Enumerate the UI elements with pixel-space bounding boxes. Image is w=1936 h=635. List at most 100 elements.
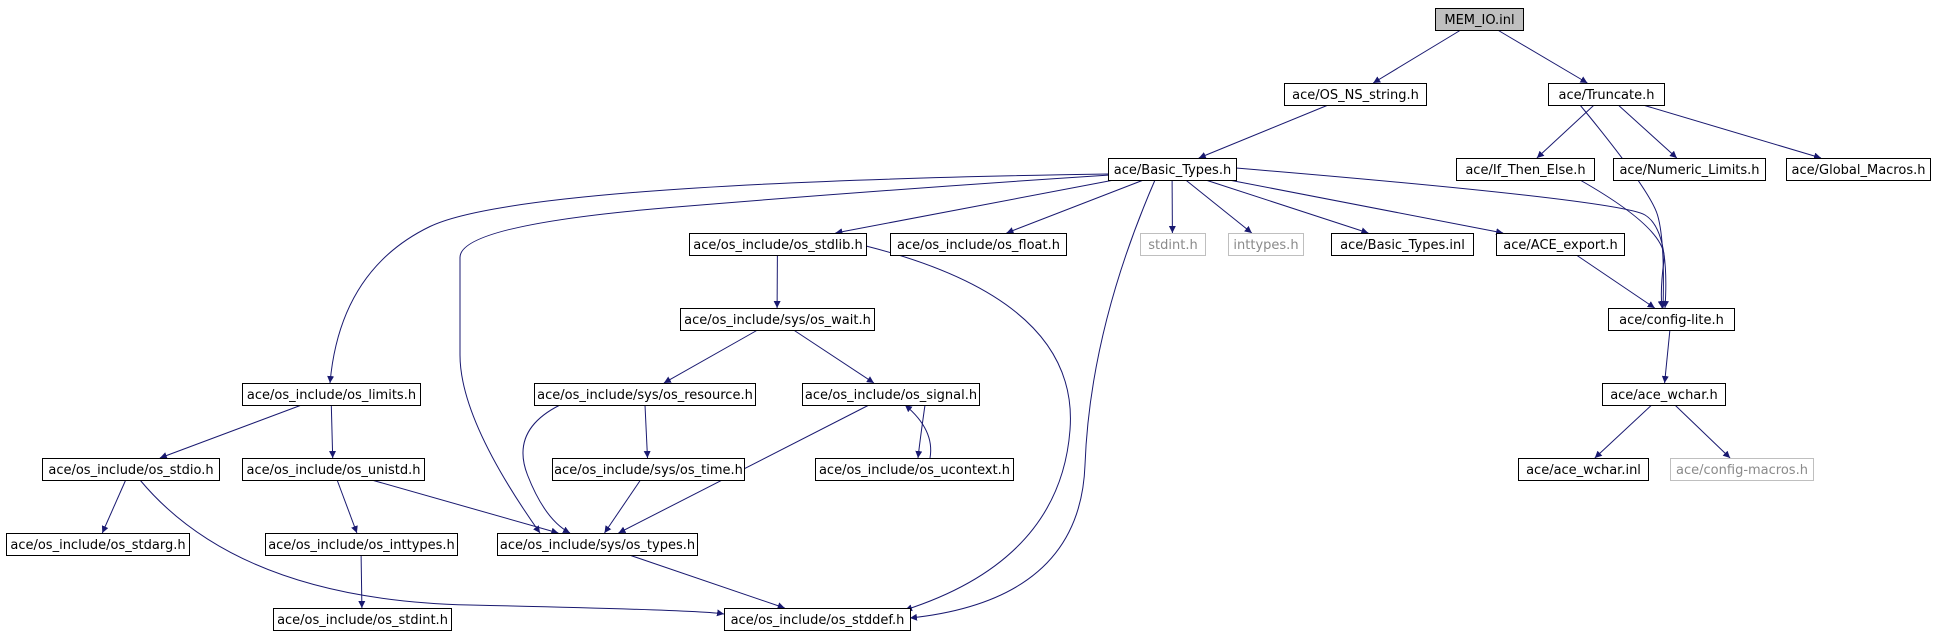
edge-basic-types-to-basic-types-inl bbox=[1205, 179, 1369, 235]
node-os-unistd[interactable]: ace/os_include/os_unistd.h bbox=[242, 458, 425, 481]
node-global-macros[interactable]: ace/Global_Macros.h bbox=[1786, 158, 1931, 181]
node-label: ace/config-macros.h bbox=[1676, 463, 1808, 478]
node-label: ace/Basic_Types.inl bbox=[1340, 238, 1465, 253]
node-label: ace/os_include/os_stdint.h bbox=[277, 613, 448, 628]
node-label: ace/ace_wchar.inl bbox=[1526, 463, 1641, 478]
node-inttypes: inttypes.h bbox=[1228, 233, 1304, 256]
node-label: ace/os_include/sys/os_time.h bbox=[554, 463, 743, 478]
node-label: ace/Truncate.h bbox=[1559, 88, 1655, 103]
node-box bbox=[242, 458, 425, 481]
node-os-stdarg[interactable]: ace/os_include/os_stdarg.h bbox=[6, 533, 190, 556]
node-label: ace/os_include/os_ucontext.h bbox=[819, 463, 1010, 478]
node-stdint: stdint.h bbox=[1140, 233, 1206, 256]
node-label: ace/os_include/os_signal.h bbox=[805, 388, 977, 403]
edge-os-stdlib-to-os-stddef bbox=[865, 245, 1071, 612]
node-box bbox=[890, 233, 1067, 256]
node-if-then-else[interactable]: ace/If_Then_Else.h bbox=[1456, 158, 1595, 181]
node-os-ucontext[interactable]: ace/os_include/os_ucontext.h bbox=[815, 458, 1014, 481]
edge-os-inttypes-to-os-stdint bbox=[358, 554, 366, 609]
edge-os-ucontext-to-os-signal bbox=[904, 404, 932, 459]
node-label: ace/ace_wchar.h bbox=[1610, 388, 1718, 403]
node-basic-types-inl[interactable]: ace/Basic_Types.inl bbox=[1331, 233, 1474, 256]
node-label: ace/Numeric_Limits.h bbox=[1619, 163, 1759, 178]
node-config-lite[interactable]: ace/config-lite.h bbox=[1608, 308, 1735, 331]
edge-os-limits-to-os-stdio bbox=[159, 404, 302, 459]
node-mem-io[interactable]: MEM_IO.inl bbox=[1435, 8, 1524, 31]
node-os-stdlib[interactable]: ace/os_include/os_stdlib.h bbox=[689, 233, 867, 256]
node-box bbox=[802, 383, 980, 406]
node-box bbox=[1518, 458, 1649, 481]
node-box bbox=[6, 533, 190, 556]
edge-mem-io-to-truncate bbox=[1497, 29, 1588, 84]
edge-basic-types-to-ace-export bbox=[1228, 179, 1504, 236]
node-numeric-limits[interactable]: ace/Numeric_Limits.h bbox=[1613, 158, 1766, 181]
edge-os-ns-string-to-basic-types bbox=[1198, 104, 1329, 159]
node-ace-wchar[interactable]: ace/ace_wchar.h bbox=[1602, 383, 1726, 406]
node-ace-wchar-inl[interactable]: ace/ace_wchar.inl bbox=[1518, 458, 1649, 481]
node-box bbox=[1228, 233, 1304, 256]
node-label: ace/os_include/os_stdlib.h bbox=[693, 238, 862, 253]
node-os-inttypes[interactable]: ace/os_include/os_inttypes.h bbox=[265, 533, 458, 556]
node-label: ace/os_include/sys/os_resource.h bbox=[537, 388, 753, 403]
edge-os-resource-to-os-time bbox=[643, 404, 651, 459]
edge-mem-io-to-os-ns-string bbox=[1372, 29, 1462, 84]
node-box bbox=[1608, 308, 1735, 331]
edge-ace-wchar-to-config-macros bbox=[1674, 404, 1731, 459]
edge-basic-types-to-os-types bbox=[459, 174, 1111, 534]
node-ace-export[interactable]: ace/ACE_export.h bbox=[1496, 233, 1625, 256]
node-box bbox=[265, 533, 458, 556]
node-label: inttypes.h bbox=[1233, 238, 1298, 253]
node-box bbox=[680, 308, 875, 331]
node-label: ace/os_include/sys/os_types.h bbox=[500, 538, 695, 553]
node-label: stdint.h bbox=[1148, 238, 1197, 253]
edge-os-wait-to-os-resource bbox=[663, 329, 758, 384]
edge-basic-types-to-os-float bbox=[1006, 179, 1144, 234]
node-box bbox=[552, 458, 745, 481]
node-label: ace/os_include/os_stdio.h bbox=[48, 463, 213, 478]
edge-os-stdio-to-os-stdarg bbox=[101, 479, 127, 534]
edge-os-signal-to-os-ucontext bbox=[915, 404, 926, 459]
node-os-stdint[interactable]: ace/os_include/os_stdint.h bbox=[273, 608, 452, 631]
node-os-wait[interactable]: ace/os_include/sys/os_wait.h bbox=[680, 308, 875, 331]
edge-os-unistd-to-os-types bbox=[371, 479, 559, 535]
node-box bbox=[1456, 158, 1595, 181]
node-os-types[interactable]: ace/os_include/sys/os_types.h bbox=[497, 533, 698, 556]
edge-basic-types-to-os-stdlib bbox=[835, 179, 1115, 236]
edge-os-wait-to-os-signal bbox=[793, 329, 875, 384]
node-label: ace/os_include/os_stddef.h bbox=[731, 613, 905, 628]
node-os-stddef[interactable]: ace/os_include/os_stddef.h bbox=[724, 608, 911, 631]
node-basic-types[interactable]: ace/Basic_Types.h bbox=[1108, 158, 1237, 181]
node-os-resource[interactable]: ace/os_include/sys/os_resource.h bbox=[534, 383, 756, 406]
edge-truncate-to-if-then-else bbox=[1536, 104, 1595, 159]
node-box bbox=[534, 383, 756, 406]
node-os-limits[interactable]: ace/os_include/os_limits.h bbox=[242, 383, 421, 406]
node-box bbox=[42, 458, 220, 481]
node-label: ace/Global_Macros.h bbox=[1792, 163, 1926, 178]
edge-os-types-to-os-stddef bbox=[629, 554, 785, 610]
node-label: ace/os_include/os_inttypes.h bbox=[268, 538, 455, 553]
node-truncate[interactable]: ace/Truncate.h bbox=[1548, 83, 1665, 106]
edge-ace-export-to-config-lite bbox=[1576, 254, 1655, 309]
node-os-float[interactable]: ace/os_include/os_float.h bbox=[890, 233, 1067, 256]
node-box bbox=[1108, 158, 1237, 181]
node-box bbox=[1613, 158, 1766, 181]
edge-os-stdio-to-os-stddef bbox=[139, 479, 725, 617]
node-os-stdio[interactable]: ace/os_include/os_stdio.h bbox=[42, 458, 220, 481]
edge-os-resource-to-os-types bbox=[522, 404, 571, 534]
edge-os-unistd-to-os-inttypes bbox=[336, 479, 358, 534]
node-box bbox=[1284, 83, 1427, 106]
node-box bbox=[497, 533, 698, 556]
node-box bbox=[1435, 8, 1524, 31]
edge-os-time-to-os-types bbox=[604, 479, 641, 534]
node-label: ace/OS_NS_string.h bbox=[1292, 88, 1419, 103]
edge-basic-types-to-os-limits bbox=[327, 173, 1109, 384]
node-box bbox=[1496, 233, 1625, 256]
node-box bbox=[724, 608, 911, 631]
node-label: ace/os_include/os_limits.h bbox=[247, 388, 416, 403]
node-os-time[interactable]: ace/os_include/sys/os_time.h bbox=[552, 458, 745, 481]
node-os-signal[interactable]: ace/os_include/os_signal.h bbox=[802, 383, 980, 406]
node-label: ace/os_include/os_stdarg.h bbox=[10, 538, 185, 553]
node-os-ns-string[interactable]: ace/OS_NS_string.h bbox=[1284, 83, 1427, 106]
node-box bbox=[1602, 383, 1726, 406]
